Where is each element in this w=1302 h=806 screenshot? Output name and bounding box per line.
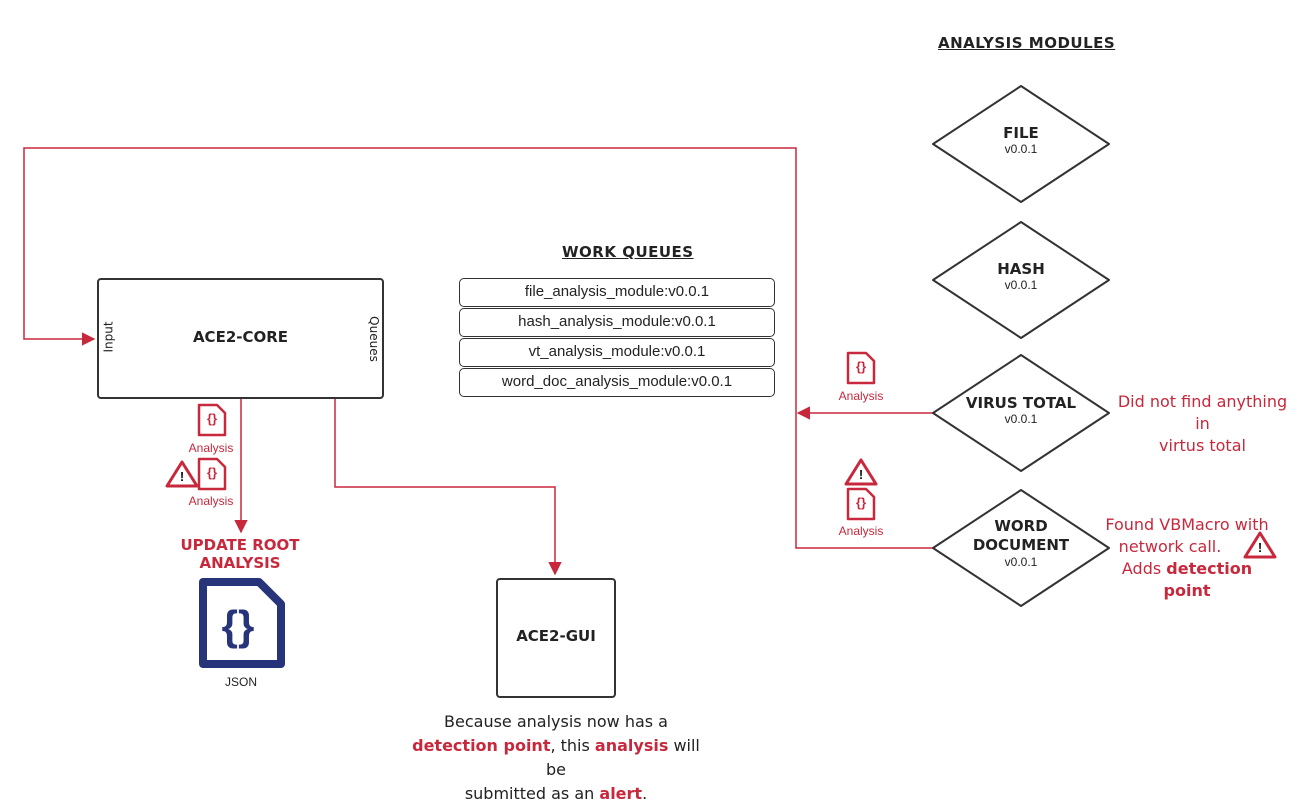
ace2-gui-box[interactable]: ACE2-GUI xyxy=(496,578,616,698)
module-version: v0.0.1 xyxy=(1004,412,1038,426)
module-file-label: FILE v0.0.1 xyxy=(961,124,1081,156)
core-input-label: Input xyxy=(101,321,116,353)
warning-mark: ! xyxy=(179,469,185,484)
module-name: HASH xyxy=(997,260,1045,278)
module-version: v0.0.1 xyxy=(1004,555,1038,569)
word-note-text: Adds xyxy=(1121,559,1167,578)
module-word-label: WORD DOCUMENT v0.0.1 xyxy=(961,517,1081,569)
vt-note: Did not find anything in virtus total xyxy=(1110,391,1295,457)
analysis-label: Analysis xyxy=(188,441,234,455)
gui-note-text: will be xyxy=(546,736,700,779)
word-note-bold: detection point xyxy=(1163,559,1253,600)
update-root-line: ANALYSIS xyxy=(199,554,281,572)
modules-title: ANALYSIS MODULES xyxy=(938,34,1116,52)
module-version: v0.0.1 xyxy=(1004,142,1038,156)
update-root-line: UPDATE ROOT xyxy=(180,536,300,554)
module-file-diamond[interactable] xyxy=(932,85,1110,203)
core-queues-label: Queues xyxy=(366,316,381,362)
json-label: JSON xyxy=(224,675,257,689)
gui-note-line: Because analysis now has a xyxy=(444,712,668,731)
word-note-line: Found VBMacro with xyxy=(1105,515,1269,534)
warning-icon xyxy=(844,458,878,486)
update-root-title: UPDATE ROOT ANALYSIS xyxy=(160,536,320,572)
module-name: FILE xyxy=(1003,124,1039,142)
json-file-brace-icon: {} xyxy=(221,602,255,649)
module-name: DOCUMENT xyxy=(972,536,1070,554)
word-note: Found VBMacro with network call. Adds de… xyxy=(1097,514,1277,602)
queue-item[interactable]: file_analysis_module:v0.0.1 xyxy=(459,278,775,307)
gui-note-bold: detection point xyxy=(412,736,551,755)
gui-note-text: , this xyxy=(550,736,595,755)
ace2-core-box[interactable]: ACE2-CORE Input Queues xyxy=(97,278,384,399)
vt-note-line: Did not find anything in xyxy=(1117,392,1288,433)
json-brace-icon: {} xyxy=(855,359,867,374)
gui-note-line: submitted as an alert. xyxy=(400,782,712,806)
gui-title: ACE2-GUI xyxy=(516,627,596,645)
analysis-doc-icon xyxy=(846,351,876,385)
feedback-connector xyxy=(23,147,933,549)
analysis-label: Analysis xyxy=(838,389,884,403)
warning-mark: ! xyxy=(858,467,864,482)
gui-note-text: . xyxy=(642,784,648,803)
json-file-icon xyxy=(199,578,285,668)
queue-item[interactable]: word_doc_analysis_module:v0.0.1 xyxy=(459,368,775,397)
word-note-line: Adds detection point xyxy=(1097,558,1277,602)
gui-note-bold: analysis xyxy=(594,736,669,755)
module-name: VIRUS TOTAL xyxy=(965,394,1077,412)
analysis-label: Analysis xyxy=(188,494,234,508)
module-version: v0.0.1 xyxy=(1004,278,1038,292)
core-title: ACE2-CORE xyxy=(192,328,289,346)
module-hash-label: HASH v0.0.1 xyxy=(961,260,1081,292)
queue-item[interactable]: vt_analysis_module:v0.0.1 xyxy=(459,338,775,367)
warning-icon xyxy=(165,460,199,488)
json-brace-icon: {} xyxy=(855,495,867,510)
warning-icon xyxy=(1243,531,1277,559)
gui-note-bold: alert xyxy=(599,784,643,803)
module-vt-diamond[interactable] xyxy=(932,354,1110,472)
module-vt-label: VIRUS TOTAL v0.0.1 xyxy=(951,394,1091,426)
module-word-diamond[interactable] xyxy=(932,489,1110,607)
module-hash-diamond[interactable] xyxy=(932,221,1110,339)
gui-note-text: submitted as an xyxy=(464,784,600,803)
gui-note-line: detection point, this analysis will be xyxy=(400,734,712,782)
word-note-line: network call. xyxy=(1118,537,1222,556)
warning-mark: ! xyxy=(1257,540,1263,555)
analysis-doc-icon xyxy=(197,403,227,437)
queues-title: WORK QUEUES xyxy=(562,243,694,261)
json-brace-icon: {} xyxy=(206,411,218,426)
queue-item[interactable]: hash_analysis_module:v0.0.1 xyxy=(459,308,775,337)
analysis-doc-icon xyxy=(846,487,876,521)
module-name: WORD xyxy=(994,517,1048,535)
analysis-doc-icon xyxy=(197,457,227,491)
json-brace-icon: {} xyxy=(206,465,218,480)
core-to-gui-connector xyxy=(334,399,562,576)
vt-note-line: virtus total xyxy=(1159,436,1246,455)
gui-note: Because analysis now has a detection poi… xyxy=(400,710,712,806)
analysis-label: Analysis xyxy=(838,524,884,538)
